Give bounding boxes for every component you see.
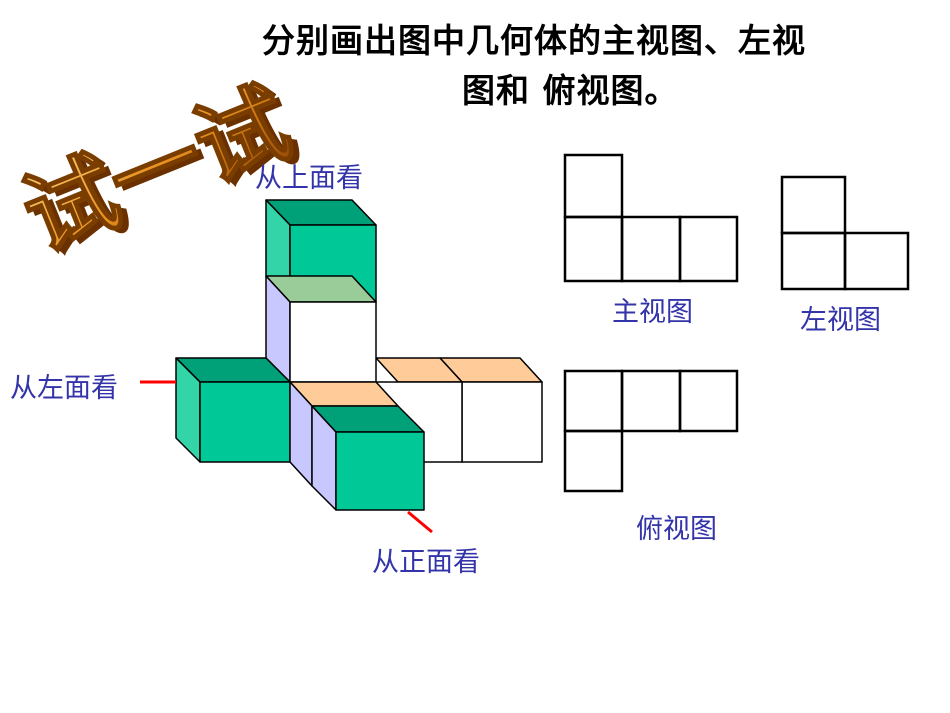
front-view-grid [563, 153, 739, 283]
title-line-1: 分别画出图中几何体的主视图、左视 [262, 21, 806, 60]
label-from-top: 从上面看 [255, 163, 363, 194]
label-from-left: 从左面看 [10, 373, 118, 404]
badge-wordart: 试一试 试一试 [8, 68, 310, 275]
label-top-view: 俯视图 [636, 514, 717, 545]
title-line-2: 图和 俯视图。 [462, 71, 679, 110]
top-view-grid [563, 369, 739, 493]
label-front-view: 主视图 [612, 297, 693, 328]
label-left-view: 左视图 [800, 305, 881, 336]
cube-front-front [335, 431, 425, 511]
label-from-front: 从正面看 [372, 547, 480, 578]
cube-left-front [199, 381, 291, 463]
cube-middle-front [289, 301, 377, 383]
arrow-front-indicator [407, 510, 433, 534]
left-view-grid [780, 175, 910, 291]
